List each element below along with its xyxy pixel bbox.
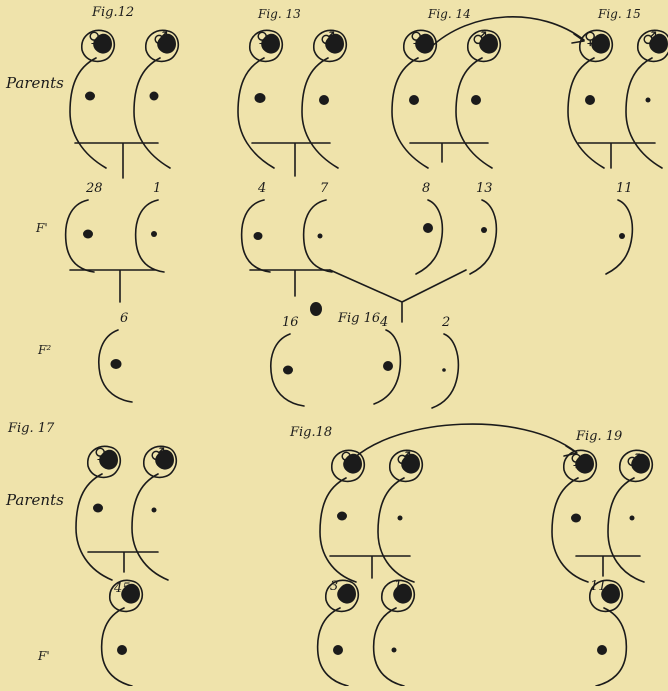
shell-parent: [237, 29, 284, 169]
shell-parent: [319, 449, 366, 583]
shell-parent: [625, 29, 668, 169]
parents-label-bottom: Parents: [5, 491, 64, 509]
cross-line: [74, 142, 656, 179]
count-label: 11: [616, 181, 633, 196]
shell-offspring: [588, 579, 628, 687]
count-label: 16: [282, 315, 299, 330]
shell-offspring: [373, 329, 402, 405]
cross-line: [69, 269, 467, 323]
f1-label-top: F': [35, 221, 48, 235]
f2-label: F²: [37, 343, 51, 357]
shell-offspring: [100, 579, 144, 687]
fig18-title: Fig.18: [289, 425, 332, 440]
count-label: 13: [476, 181, 493, 196]
shell-parent: [69, 29, 116, 169]
fig16-title: Fig 16: [337, 311, 380, 326]
shell-parent: [551, 449, 598, 583]
shell-offspring: [316, 579, 360, 687]
count-label: 4: [257, 181, 266, 196]
count-label: 1: [153, 181, 161, 196]
shell-offspring: [64, 199, 95, 273]
count-label: 6: [120, 311, 128, 326]
shell-offspring: [605, 199, 634, 275]
count-label: 3: [330, 579, 338, 594]
shell-parent: [131, 445, 178, 581]
count-label: 4: [379, 315, 388, 330]
shell-offspring: [415, 199, 444, 275]
ink-blot: [310, 302, 322, 316]
arrow-head: [571, 33, 585, 44]
count-label: 2: [441, 315, 450, 330]
f1-label-bottom: F': [37, 649, 50, 663]
cross-arrow: [353, 423, 577, 459]
shell-offspring: [302, 199, 333, 273]
shell-offspring: [98, 329, 133, 403]
count-label: 7: [320, 181, 329, 196]
count-label: 8: [422, 181, 430, 196]
shell-offspring: [431, 333, 460, 409]
fig15-title: Fig. 15: [597, 7, 641, 21]
shell-parent: [377, 449, 424, 583]
shell-offspring: [240, 199, 271, 273]
fig12-title: Fig.12: [91, 5, 134, 20]
shell-parent: [607, 449, 654, 583]
shell-offspring: [469, 199, 498, 275]
cross-arrow: [429, 16, 585, 49]
fig17-title: Fig. 17: [7, 421, 55, 436]
shell-offspring: [270, 333, 305, 407]
shell-parent: [455, 29, 502, 169]
cross-line: [87, 551, 641, 579]
fig19-title: Fig. 19: [575, 429, 622, 444]
shell-parent: [567, 29, 614, 169]
parents-label-top: Parents: [5, 74, 64, 92]
shell-parent: [133, 29, 180, 169]
fig14-title: Fig. 14: [427, 7, 471, 21]
shell-parent: [75, 445, 122, 581]
fig13-title: Fig. 13: [257, 7, 301, 21]
shell-parent: [391, 29, 438, 169]
count-label: 28: [85, 181, 103, 196]
shell-parent: [301, 29, 348, 169]
shell-offspring: [134, 199, 165, 273]
shell-offspring: [372, 579, 416, 687]
